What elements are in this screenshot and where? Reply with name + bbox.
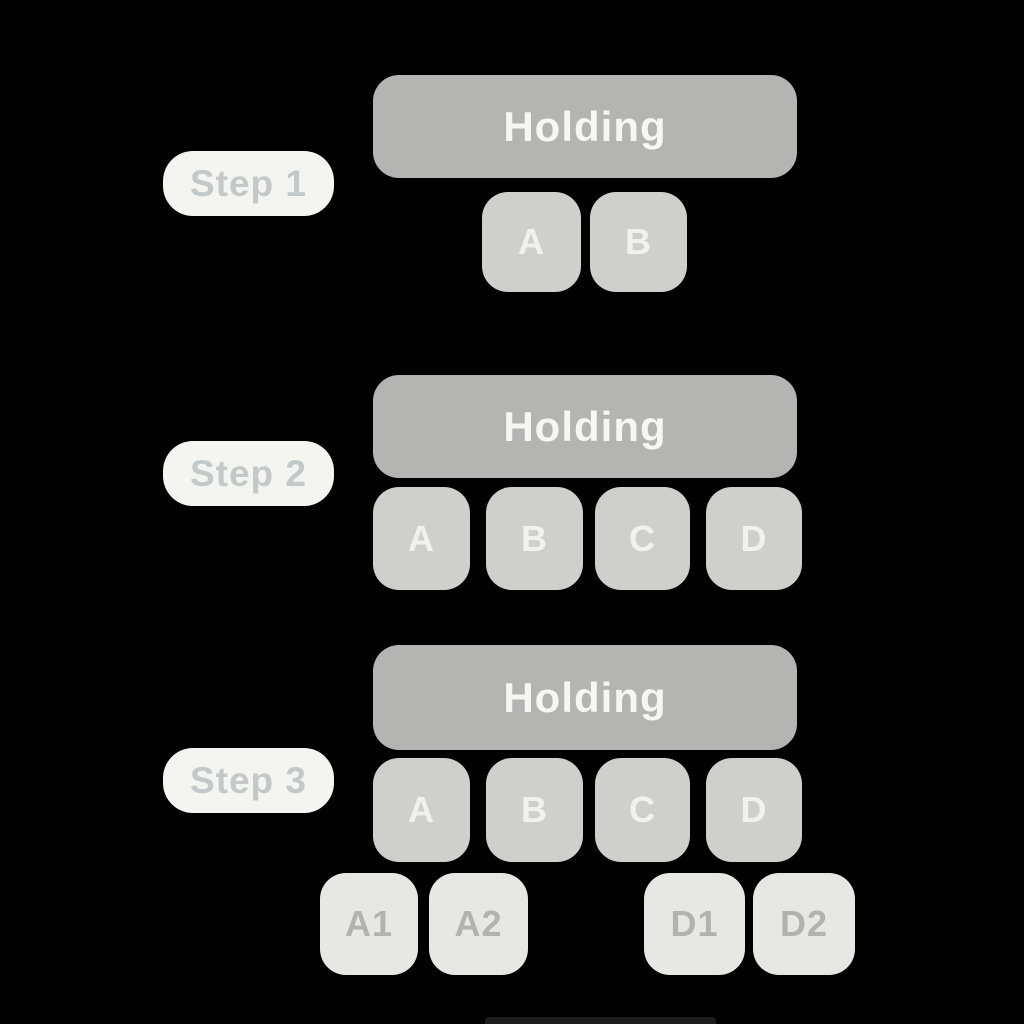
step-3-node-c: C <box>595 758 690 862</box>
step-2-badge: Step 2 <box>163 441 334 506</box>
step-3-subnode-d2: D2 <box>753 873 855 975</box>
step-3-subnode-a1: A1 <box>320 873 418 975</box>
step-1-node-a: A <box>482 192 581 292</box>
step-3-subnode-d1: D1 <box>644 873 745 975</box>
step-3-node-d: D <box>706 758 802 862</box>
step-2-node-b: B <box>486 487 583 590</box>
step-1-holding-box: Holding <box>373 75 797 178</box>
step-3-holding-box: Holding <box>373 645 797 750</box>
step-2-node-a: A <box>373 487 470 590</box>
step-1-badge: Step 1 <box>163 151 334 216</box>
cutoff-box <box>485 1017 716 1024</box>
step-2-node-c: C <box>595 487 690 590</box>
step-3-subnode-a2: A2 <box>429 873 528 975</box>
step-3-node-b: B <box>486 758 583 862</box>
step-3-node-a: A <box>373 758 470 862</box>
step-2-node-d: D <box>706 487 802 590</box>
step-2-holding-box: Holding <box>373 375 797 478</box>
step-3-badge: Step 3 <box>163 748 334 813</box>
step-1-node-b: B <box>590 192 687 292</box>
